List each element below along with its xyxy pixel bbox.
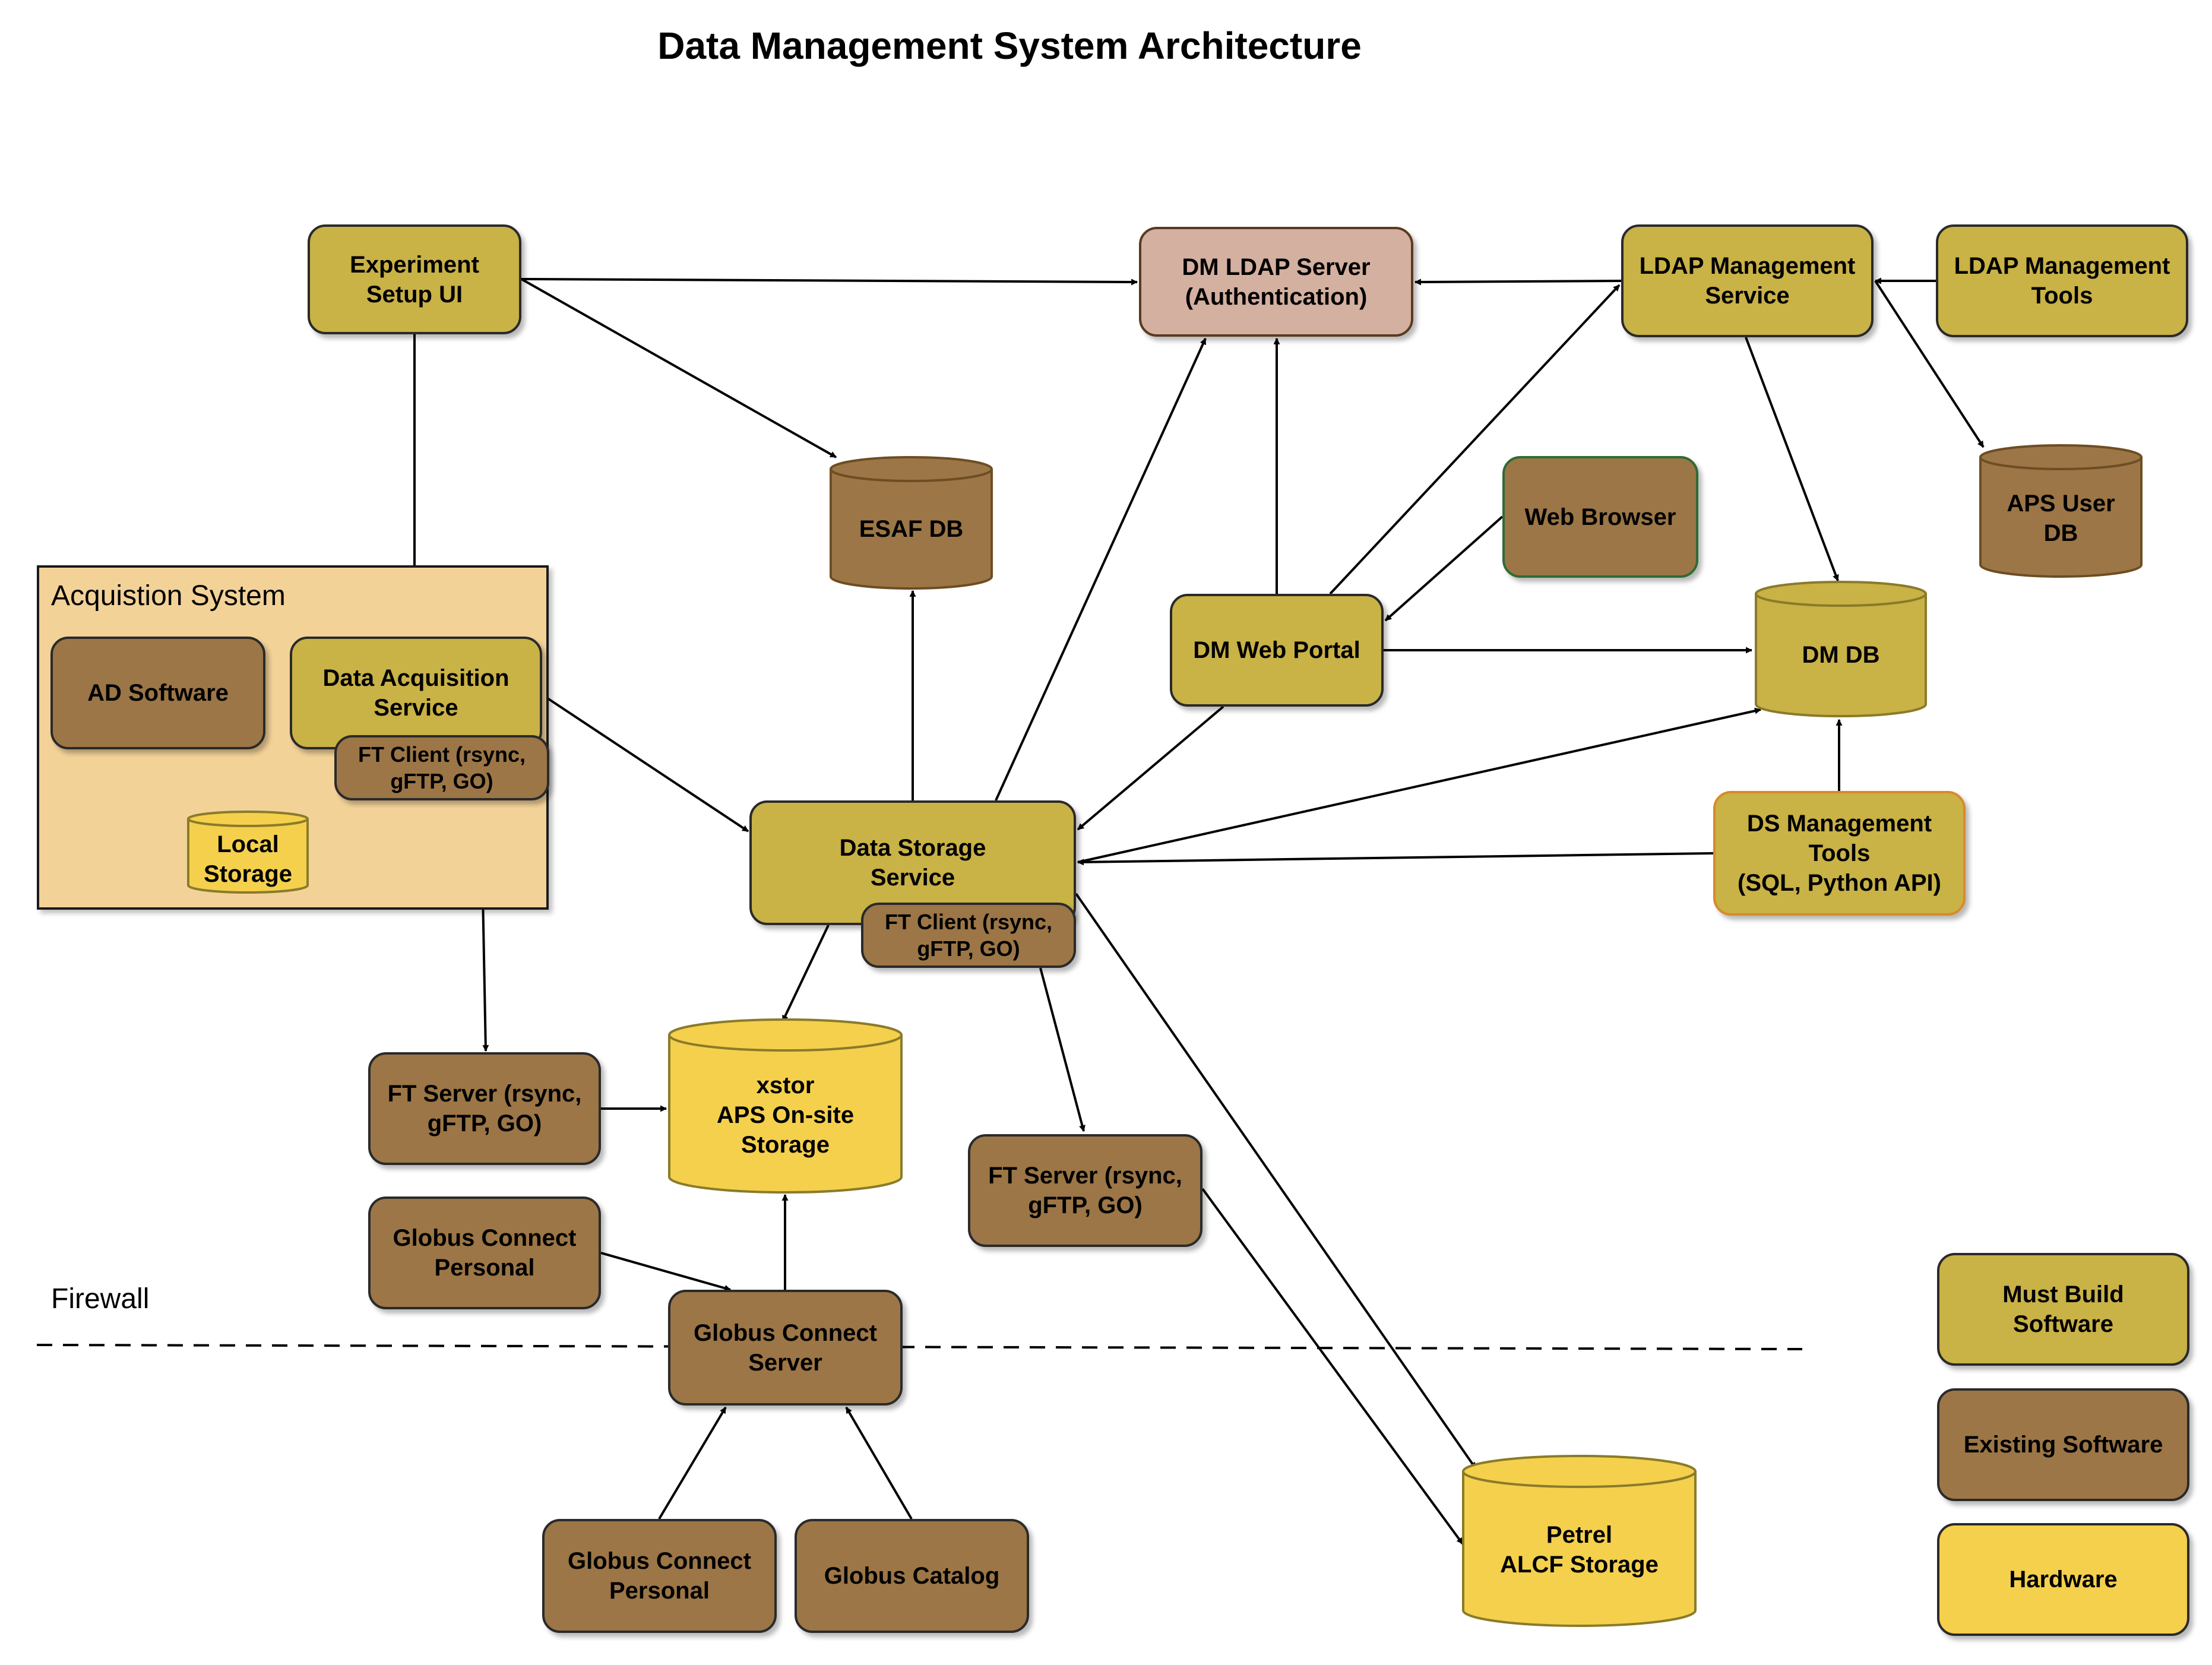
- petrel-label: Petrel ALCF Storage: [1500, 1522, 1659, 1578]
- globus-connect-server-node: Globus Connect Server: [668, 1290, 903, 1406]
- xstor-shape: [668, 1018, 903, 1194]
- web-browser-node: Web Browser: [1502, 456, 1698, 578]
- xstor-cylinder: xstor APS On-site Storage: [668, 1018, 903, 1194]
- arrow-gcp-bottom-to-gcs: [658, 1406, 727, 1520]
- arrow-ftclient-to-ft-server-mid: [1039, 967, 1086, 1132]
- local-storage-shape: [187, 811, 309, 894]
- ft-client-acquisition-node: FT Client (rsync, gFTP, GO): [334, 735, 549, 800]
- arrow-storage-to-petrel: [1075, 892, 1477, 1470]
- petrel-shape: [1462, 1455, 1697, 1627]
- arrow-catalog-to-gcs: [845, 1406, 913, 1520]
- arrow-setup-to-ldap: [521, 278, 1138, 286]
- experiment-setup-ui-node: Experiment Setup UI: [308, 224, 521, 334]
- arrow-acq-to-storage: [541, 694, 749, 832]
- arrow-ldap-mgmt-to-dm-db: [1745, 337, 1839, 582]
- esaf-db-cylinder: ESAF DB: [830, 456, 993, 590]
- ft-server-mid-node: FT Server (rsync, gFTP, GO): [968, 1134, 1202, 1247]
- ldap-management-service-node: LDAP Management Service: [1621, 224, 1874, 337]
- esaf-db-shape: [830, 456, 993, 590]
- arrow-ft-server-mid-to-petrel: [1201, 1188, 1464, 1545]
- ft-client-data-storage-node: FT Client (rsync, gFTP, GO): [861, 903, 1076, 968]
- dm-ldap-server-node: DM LDAP Server (Authentication): [1139, 227, 1413, 337]
- local-storage-label: Local Storage: [204, 831, 292, 887]
- petrel-cylinder: Petrel ALCF Storage: [1462, 1455, 1697, 1627]
- arrow-dsm-to-storage: [1077, 852, 1714, 866]
- firewall-label: Firewall: [51, 1283, 150, 1315]
- globus-catalog-node: Globus Catalog: [795, 1519, 1029, 1633]
- ds-management-tools-node: DS Management Tools (SQL, Python API): [1713, 791, 1966, 916]
- dm-db-label: DM DB: [1802, 642, 1880, 668]
- arrow-setup-to-esaf: [521, 278, 837, 458]
- arrow-gcp-to-gcs: [600, 1252, 732, 1292]
- globus-connect-personal-bottom-node: Globus Connect Personal: [542, 1519, 777, 1633]
- firewall-line: [36, 1344, 1803, 1350]
- arrow-portal-to-storage: [1077, 705, 1224, 831]
- data-acquisition-service-node: Data Acquisition Service: [290, 637, 542, 749]
- ldap-management-tools-node: LDAP Management Tools: [1936, 224, 2188, 337]
- arrow-portal-to-ldap-mgmt: [1329, 284, 1621, 595]
- legend-must-build: Must Build Software: [1937, 1253, 2189, 1366]
- arrow-storage-to-dm-db: [1077, 707, 1762, 863]
- local-storage-cylinder: Local Storage: [187, 811, 309, 894]
- diagram-title: Data Management System Architecture: [657, 24, 1362, 67]
- arrow-browser-to-portal: [1384, 515, 1504, 622]
- arrow-ldap-mgmt-to-ldap: [1414, 278, 1622, 286]
- acquisition-system-label: Acquistion System: [51, 580, 286, 612]
- dm-db-shape: [1755, 581, 1927, 717]
- arrow-storage-to-ldap: [995, 337, 1207, 801]
- ad-software-node: AD Software: [50, 637, 265, 749]
- arrow-storage-to-xstor: [781, 925, 830, 1022]
- arrow-ldap-mgmt-to-aps-user-db: [1874, 280, 1985, 448]
- legend-existing-software: Existing Software: [1937, 1388, 2189, 1501]
- ft-server-left-node: FT Server (rsync, gFTP, GO): [368, 1052, 601, 1165]
- aps-user-db-shape: [1979, 444, 2143, 578]
- dm-db-cylinder: DM DB: [1755, 581, 1927, 717]
- esaf-db-label: ESAF DB: [859, 516, 964, 542]
- aps-user-db-label: APS User DB: [2007, 490, 2115, 546]
- aps-user-db-cylinder: APS User DB: [1979, 444, 2143, 578]
- globus-connect-personal-top-node: Globus Connect Personal: [368, 1196, 601, 1309]
- xstor-label: xstor APS On-site Storage: [716, 1072, 855, 1158]
- legend-hardware: Hardware: [1937, 1523, 2189, 1636]
- dm-web-portal-node: DM Web Portal: [1170, 594, 1384, 707]
